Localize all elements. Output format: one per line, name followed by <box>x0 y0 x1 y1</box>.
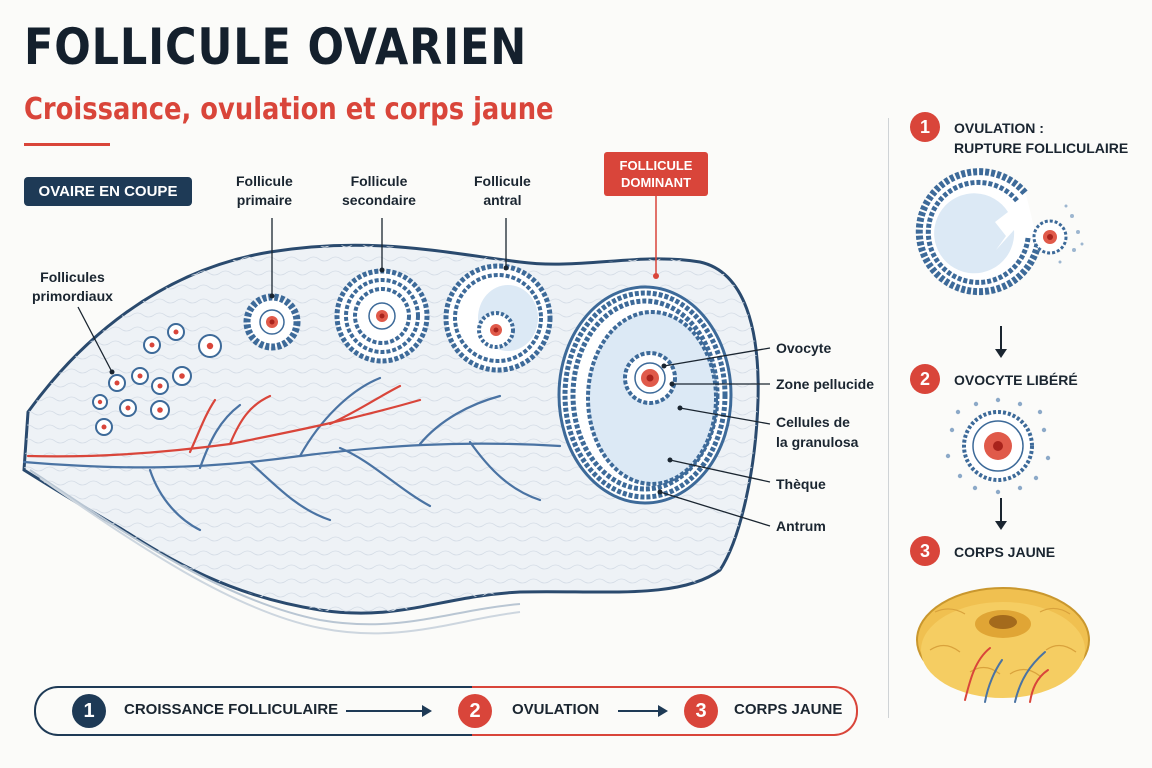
down-arrow-2 <box>995 498 1007 530</box>
bar-step-3-badge: 3 <box>684 694 718 728</box>
dominant-line-2: DOMINANT <box>620 175 692 190</box>
bar-step-2-badge: 2 <box>458 694 492 728</box>
process-bar: 1 CROISSANCE FOLLICULAIRE 2 OVULATION 3 … <box>34 686 858 736</box>
panel-divider <box>888 118 889 718</box>
section-tag: OVAIRE EN COUPE <box>24 177 192 206</box>
step-2-title: OVOCYTE LIBÉRÉ <box>954 372 1078 388</box>
dominant-follicle-tag: FOLLICULE DOMINANT <box>604 152 708 196</box>
bar-step-3-label: CORPS JAUNE <box>734 701 843 718</box>
dominant-follicle <box>557 285 733 505</box>
bar-step-2-label: OVULATION <box>512 701 600 718</box>
step-2-badge: 2 <box>910 364 940 394</box>
process-bar-right <box>472 686 858 736</box>
step-1-text: OVULATION :RUPTURE FOLLICULAIRE <box>954 120 1129 156</box>
page-subtitle: Croissance, ovulation et corps jaune <box>24 92 554 127</box>
step-3-title: CORPS JAUNE <box>954 544 1056 560</box>
dominant-line-1: FOLLICULE <box>619 158 693 173</box>
step-1-title: OVULATION :RUPTURE FOLLICULAIRE <box>954 118 1128 158</box>
corpus-luteum <box>916 587 1090 703</box>
primary-follicle <box>243 293 301 351</box>
process-bar-left <box>34 686 476 736</box>
ruptured-follicle <box>915 168 1084 296</box>
label-antrum: Antrum <box>776 518 826 534</box>
page-title: FOLLICULE OVARIEN <box>24 18 528 76</box>
label-theque: Thèque <box>776 476 826 492</box>
label-zone-pellucide: Zone pellucide <box>776 376 875 392</box>
label-ovocyte: Ovocyte <box>776 340 832 356</box>
step-1-badge: 1 <box>910 112 940 142</box>
released-oocyte <box>945 397 1051 495</box>
title-underline <box>24 143 110 146</box>
down-arrow-1 <box>995 326 1007 358</box>
bar-step-1-label: CROISSANCE FOLLICULAIRE <box>124 701 339 718</box>
secondary-follicle <box>334 268 430 364</box>
step-3-badge: 3 <box>910 536 940 566</box>
antral-follicle <box>443 263 553 373</box>
bar-arrow-2 <box>618 705 668 717</box>
bar-arrow-1 <box>346 705 432 717</box>
bar-step-1-badge: 1 <box>72 694 106 728</box>
